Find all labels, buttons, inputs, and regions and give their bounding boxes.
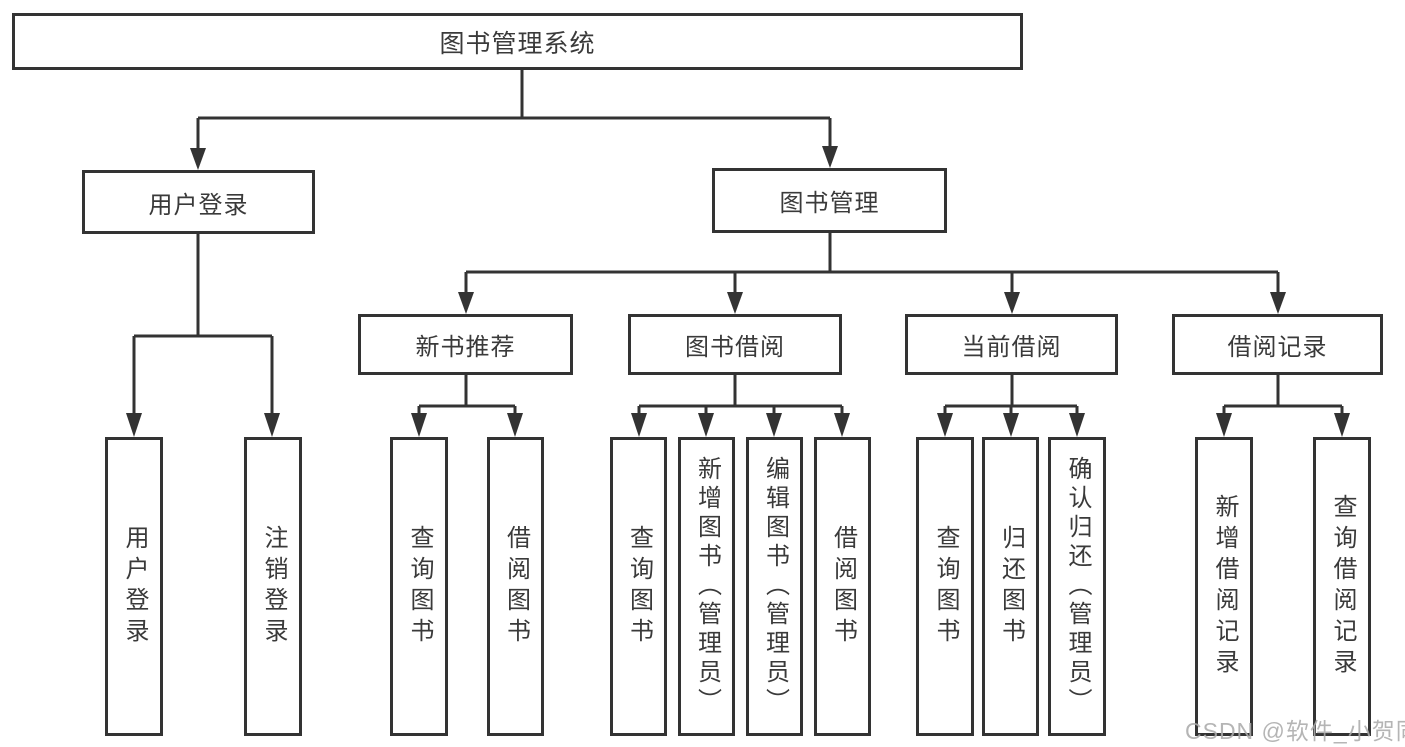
leaf-label: 借阅图书 [829,524,857,649]
node-label: 借阅记录 [1227,334,1328,361]
node-label: 图书借阅 [685,334,785,361]
leaf-label: 查询图书 [406,524,433,649]
leaf-label: 用户登录 [121,524,148,649]
node-label: 用户登录 [148,191,249,219]
node-current-borrowing: 当前借阅 [905,314,1118,375]
leaf-confirm-return-admin: 确认归还（管理员） [1048,437,1106,736]
leaf-label: 新增借阅记录 [1211,493,1238,680]
leaf-add-borrow-record: 新增借阅记录 [1195,437,1253,736]
leaf-borrow-books-recommend: 借阅图书 [487,437,544,736]
node-label: 新书推荐 [415,334,516,361]
leaf-user-login: 用户登录 [105,437,163,736]
leaf-return-books: 归还图书 [982,437,1039,736]
leaf-query-books-current: 查询图书 [916,437,974,736]
node-library-management-system: 图书管理系统 [12,13,1023,70]
leaf-label: 确认归还（管理员） [1064,456,1091,717]
leaf-label: 编辑图书（管理员） [761,456,789,717]
watermark: CSDN @软件_小贺同学 [1185,718,1405,744]
node-book-borrowing: 图书借阅 [628,314,842,375]
leaf-query-books-recommend: 查询图书 [390,437,448,736]
node-user-login: 用户登录 [82,170,315,234]
leaf-query-borrow-record: 查询借阅记录 [1313,437,1371,736]
node-book-management: 图书管理 [712,168,947,233]
leaf-edit-books-admin: 编辑图书（管理员） [746,437,803,736]
leaf-borrow-books-borrowing: 借阅图书 [814,437,871,736]
leaf-query-books-borrowing: 查询图书 [610,437,667,736]
node-borrowing-records: 借阅记录 [1172,314,1383,375]
node-label: 当前借阅 [961,334,1062,361]
leaf-label: 查询图书 [932,524,959,649]
leaf-label: 查询借阅记录 [1329,493,1356,680]
leaf-label: 新增图书（管理员） [693,456,721,717]
leaf-label: 注销登录 [260,524,287,649]
leaf-logout: 注销登录 [244,437,302,736]
node-label: 图书管理系统 [439,29,596,58]
leaf-label: 归还图书 [997,524,1025,649]
node-label: 图书管理 [779,190,880,217]
leaf-add-books-admin: 新增图书（管理员） [678,437,735,736]
arrowheads [126,146,1350,437]
leaf-label: 查询图书 [625,524,653,649]
leaf-label: 借阅图书 [502,524,530,649]
node-new-book-recommendation: 新书推荐 [358,314,573,375]
